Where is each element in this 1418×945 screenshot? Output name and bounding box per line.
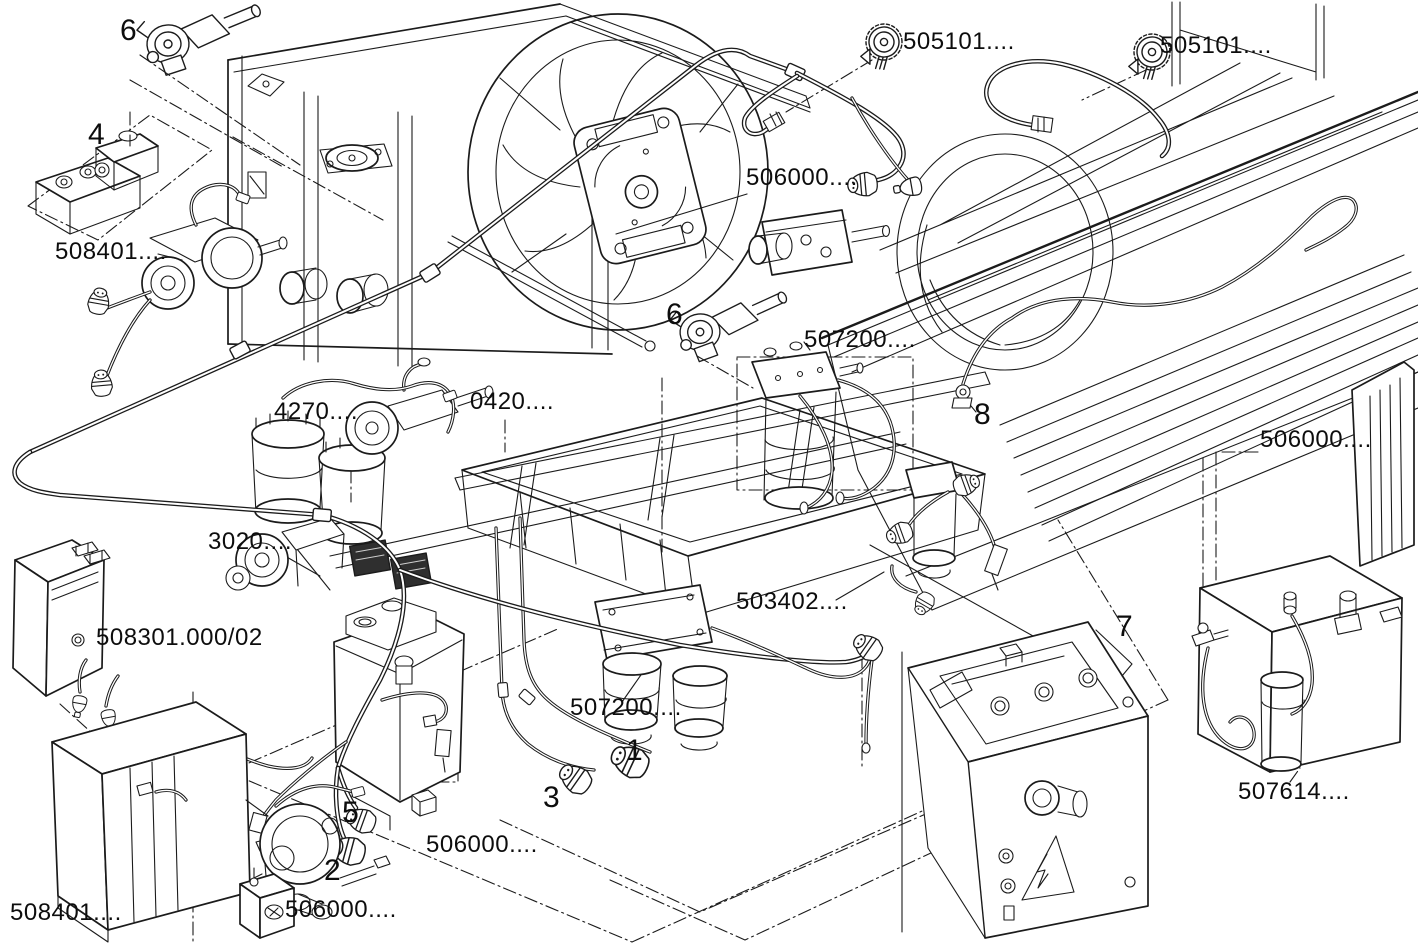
- part-label-503402: 503402....: [736, 588, 848, 615]
- item-number-6-top: 6: [120, 14, 138, 47]
- control-box-item7: [901, 621, 1149, 939]
- part-label-508401-bottom: 508401....: [10, 899, 122, 926]
- compressor-3020: [225, 517, 345, 591]
- item-number-2: 2: [324, 854, 342, 887]
- pump-4270: [345, 357, 494, 455]
- connector-item3: [553, 757, 597, 800]
- fan-hub: [573, 107, 707, 265]
- part-label-0420: 0420....: [470, 388, 555, 415]
- part-label-505101-left: 505101....: [903, 28, 1015, 55]
- part-label-506000-center: 506000....: [426, 831, 538, 858]
- item-number-8: 8: [974, 398, 992, 431]
- fuel-filter-507200-center: [594, 584, 728, 751]
- part-label-506000-top: 506000....: [746, 164, 858, 191]
- part-label-506000-right: 506000....: [1260, 426, 1372, 453]
- radiator: [227, 3, 811, 369]
- item-number-7: 7: [1116, 610, 1134, 643]
- part-label-507614: 507614....: [1238, 778, 1350, 805]
- item-number-5: 5: [342, 796, 360, 829]
- item-number-6-mid: 6: [666, 298, 684, 331]
- pump-unit-508401-bottom: [51, 701, 391, 943]
- valve-block-item4: [27, 114, 213, 241]
- expansion-tank: [333, 597, 465, 831]
- cooling-fan: [467, 13, 769, 331]
- part-label-508301: 508301.000/02: [96, 624, 263, 651]
- pump-508401-top: [85, 182, 288, 398]
- engine-ecu: [348, 539, 433, 590]
- cable-item8: [951, 195, 1358, 409]
- condenser-right: [820, 1, 1418, 611]
- oil-pan-0420: [461, 397, 1086, 666]
- ecu-box-508301: [12, 539, 120, 733]
- part-label-507200-center: 507200....: [570, 694, 682, 721]
- clamp-block-506000-bottom: [239, 867, 295, 939]
- solenoid-valve-506000: [615, 193, 891, 276]
- item-number-4: 4: [88, 118, 106, 151]
- item-number-3: 3: [543, 781, 561, 814]
- part-label-4270: 4270....: [274, 398, 359, 425]
- engine-assembly: [225, 357, 1086, 831]
- part-label-3020: 3020....: [208, 528, 293, 555]
- item-number-1: 1: [626, 734, 644, 767]
- compressor-unit-507614: [1191, 555, 1403, 773]
- wiring-harness: [15, 50, 924, 877]
- part-label-507200-right: 507200....: [804, 326, 916, 353]
- pressure-sensors-505101: [856, 20, 1175, 156]
- clamp-506000-center: [411, 789, 437, 817]
- prefilter-507200-right: [751, 341, 896, 515]
- part-label-508401-top: 508401....: [55, 238, 167, 265]
- part-label-505101-right: 505101....: [1160, 32, 1272, 59]
- part-label-506000-bottom: 506000....: [285, 896, 397, 923]
- water-separator-503402: [882, 461, 1008, 619]
